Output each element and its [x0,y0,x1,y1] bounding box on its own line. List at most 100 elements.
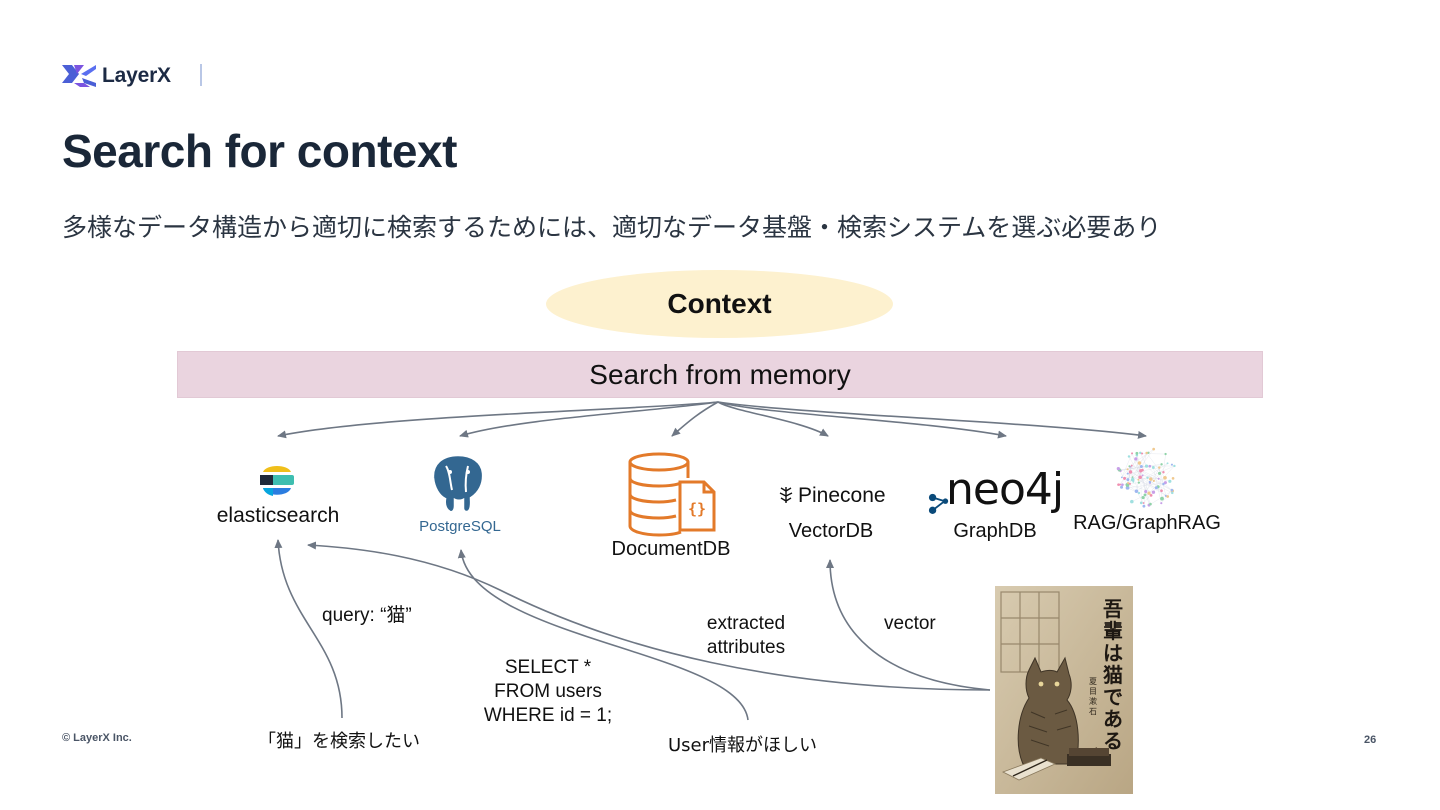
graph-edge [1126,484,1154,493]
graph-node [1126,478,1130,482]
attributes-line-1: extracted [706,613,786,634]
logo-divider [200,64,202,86]
vectordb-node: Pinecone VectorDB [770,482,892,548]
graph-node [1163,475,1167,480]
arrow-book-to-vectordb [826,559,991,691]
rag-label: RAG/GraphRAG [1073,512,1221,534]
book-title-char: で [1103,685,1123,709]
elasticsearch-node: elasticsearch [208,462,348,532]
graph-node [1127,482,1130,485]
arrow-memory-to-rag [717,401,1147,439]
graph-node [1131,452,1134,455]
vector-label: vector [884,613,936,634]
graph-node [1148,464,1152,468]
graph-node [1120,485,1124,489]
graph-node [1134,457,1138,461]
graph-node [1160,489,1163,493]
graph-edge [1153,467,1162,504]
graph-edge [1127,482,1166,488]
arrow-book-to-elasticsearch [307,541,991,691]
neo4j-logo-text: neo4j [946,464,1064,515]
graph-node [1157,471,1162,475]
postgresql-label: PostgreSQL [419,518,501,535]
graph-node [1126,472,1129,475]
graph-node [1142,502,1145,504]
graph-node [1137,481,1141,484]
graph-node [1173,464,1176,468]
arrow-memory-to-vectordb [717,401,829,437]
arrow-memory-to-elasticsearch [277,401,719,439]
arrow-memory-to-graphdb [717,401,1007,439]
graph-node [1170,488,1174,492]
graph-node [1116,467,1120,471]
graph-node [1137,478,1140,481]
book-title-char: あ [1103,707,1123,731]
book-author-char: 石 [1089,707,1097,716]
graph-node [1168,479,1172,483]
arrow-memory-to-postgresql [459,401,719,438]
graph-node [1128,465,1131,468]
graph-edge [1119,466,1131,485]
graph-edge [1136,481,1150,492]
book-title-char: る [1103,729,1123,753]
graph-node [1121,483,1124,487]
database-document-icon: {} [628,452,716,537]
graph-node [1142,504,1146,508]
graph-node [1157,477,1160,480]
graph-edge [1136,491,1144,504]
elasticsearch-label: elasticsearch [216,504,340,527]
graph-edge [1121,453,1133,478]
graph-node [1125,483,1130,487]
graph-node [1130,499,1134,504]
context-ellipse: Context [546,270,893,338]
graph-node [1147,491,1151,495]
graph-node [1160,502,1163,505]
sql-query-label: SELECT * FROM users WHERE id = 1; [470,656,626,728]
graph-edge [1163,454,1166,473]
graph-edge [1132,452,1147,478]
arrow-userinfo-to-postgresql [457,549,749,721]
logo-text: LayerX [102,64,171,87]
book-author-char: 目 [1089,687,1097,696]
user-info-request: User情報がほしい [668,735,818,756]
graph-node [1154,486,1158,490]
graph-node [1162,471,1165,474]
graph-node [1139,464,1143,469]
graph-edge [1146,452,1166,478]
page-number: 26 [1364,734,1377,746]
graph-node [1117,483,1120,486]
graph-node [1141,474,1144,477]
book-title-char: 猫 [1103,663,1123,687]
graph-node [1130,464,1133,467]
graph-node [1139,501,1143,505]
graph-node [1148,480,1152,484]
sql-line-2: FROM users [494,681,602,702]
graph-edge [1119,469,1128,486]
sql-line-1: SELECT * [504,657,592,678]
graph-edge [1121,466,1131,478]
graph-edge [1138,479,1168,497]
graph-node [1160,463,1163,466]
book-title-char: 輩 [1103,619,1123,643]
pinecone-logo-icon [779,487,793,503]
graph-edge [1136,453,1139,480]
graph-node [1128,482,1131,485]
search-from-memory-label: Search from memory [589,358,851,390]
vectordb-label: VectorDB [788,520,874,542]
book-cover-image: 吾輩は猫である 夏目漱石 [995,586,1133,794]
graph-cloud-icon [1116,447,1176,508]
graph-node [1149,502,1152,506]
elasticsearch-logo-icon [260,466,294,496]
graph-node [1145,451,1148,455]
graph-edge [1145,463,1168,492]
documentdb-label: DocumentDB [611,538,731,560]
book-title-char: は [1103,641,1123,665]
pinecone-logo-text: Pinecone [798,484,886,507]
graphdb-label: GraphDB [953,520,1037,542]
postgresql-node: PostgreSQL [414,452,506,542]
graph-node [1126,468,1129,471]
graph-node [1171,491,1174,495]
